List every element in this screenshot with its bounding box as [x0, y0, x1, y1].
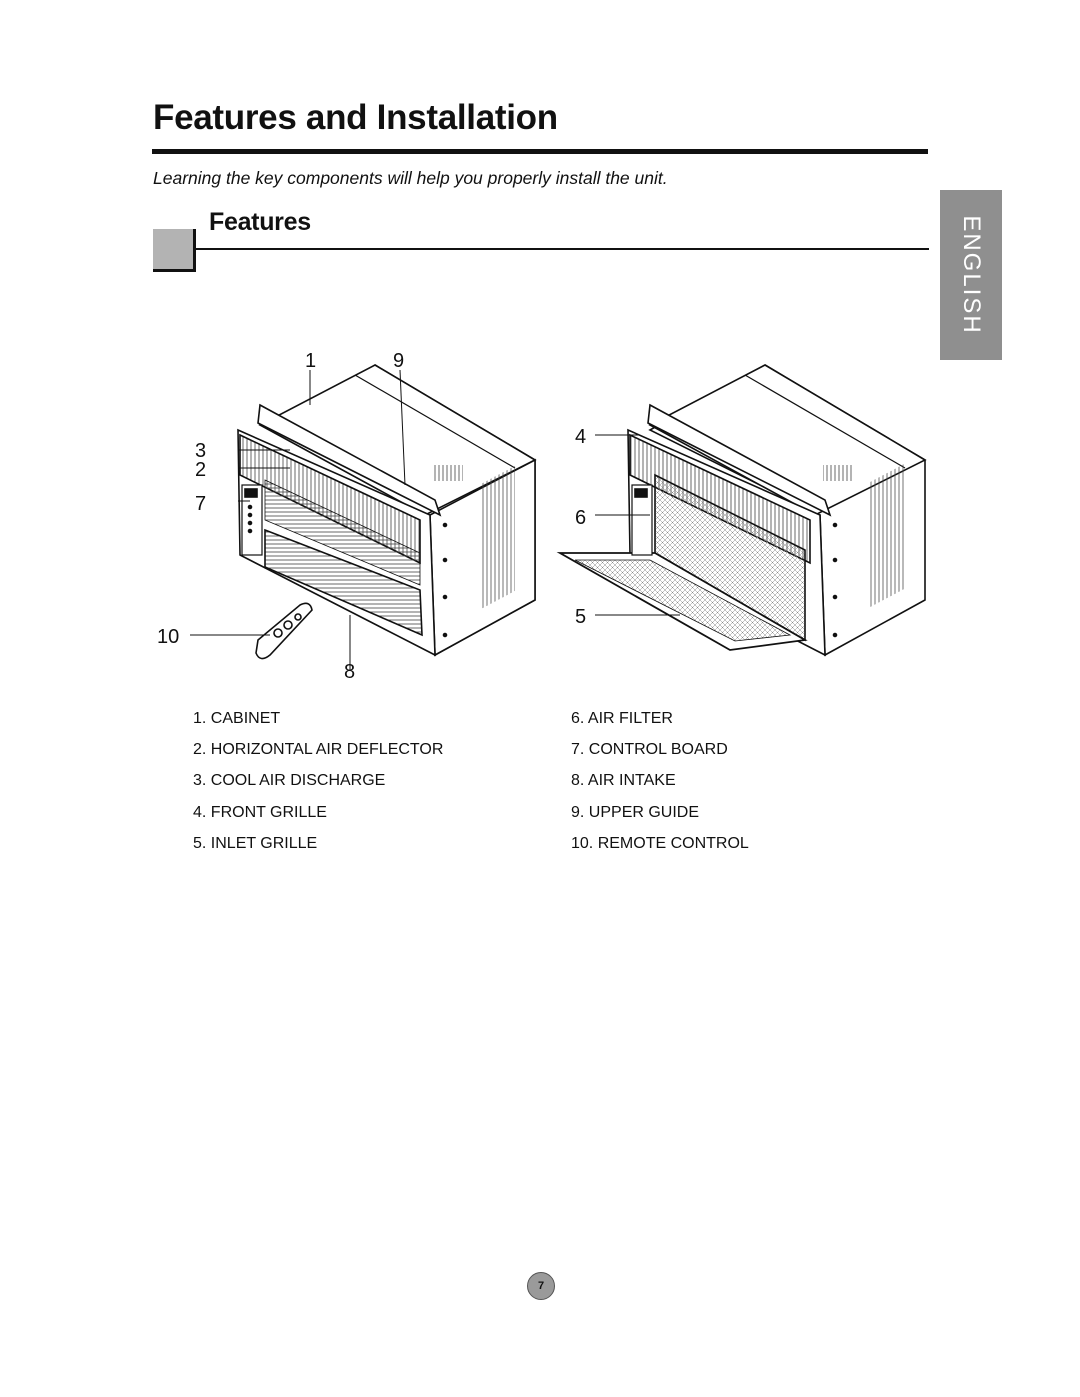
section-marker	[153, 229, 196, 272]
list-item: 9. UPPER GUIDE	[571, 803, 700, 821]
list-item: 10. REMOTE CONTROL	[571, 834, 749, 852]
callout-7: 7	[195, 493, 206, 515]
list-item: 2. HORIZONTAL AIR DEFLECTOR	[193, 741, 444, 759]
callout-3: 3	[195, 440, 206, 462]
air-conditioner-diagram: 1 9 3 2 7 10 8 4 6 5	[157, 350, 927, 683]
callout-9: 9	[393, 350, 404, 372]
list-item: 4. FRONT GRILLE	[193, 803, 327, 821]
callout-2: 2	[195, 459, 206, 481]
callout-6: 6	[575, 507, 586, 529]
page-number-badge: 7	[527, 1272, 555, 1300]
list-item: 3. COOL AIR DISCHARGE	[193, 772, 386, 790]
section-divider	[193, 248, 929, 250]
callout-5: 5	[575, 606, 586, 628]
ac-unit-front-view	[237, 364, 537, 660]
list-item: 5. INLET GRILLE	[193, 834, 318, 852]
section-title: Features	[209, 208, 311, 236]
remote-control-illustration	[255, 602, 313, 660]
callout-1: 1	[305, 350, 316, 372]
parts-list-right: 6. AIR FILTER 7. CONTROL BOARD 8. AIR IN…	[571, 708, 749, 864]
list-item: 7. CONTROL BOARD	[571, 741, 728, 759]
list-item: 1. CABINET	[193, 710, 281, 727]
callout-10: 10	[157, 626, 179, 648]
language-tab[interactable]: ENGLISH	[940, 190, 1002, 360]
list-item: 6. AIR FILTER	[571, 710, 673, 727]
ac-unit-open-view	[556, 364, 927, 657]
callout-4: 4	[575, 426, 586, 448]
language-tab-label: ENGLISH	[958, 215, 985, 335]
page-title: Features and Installation	[153, 98, 558, 137]
page-subtitle: Learning the key components will help yo…	[153, 168, 668, 188]
list-item: 8. AIR INTAKE	[571, 772, 676, 790]
callout-8: 8	[344, 661, 355, 683]
parts-list-left: 1. CABINET 2. HORIZONTAL AIR DEFLECTOR 3…	[193, 708, 443, 864]
title-divider	[152, 149, 928, 154]
